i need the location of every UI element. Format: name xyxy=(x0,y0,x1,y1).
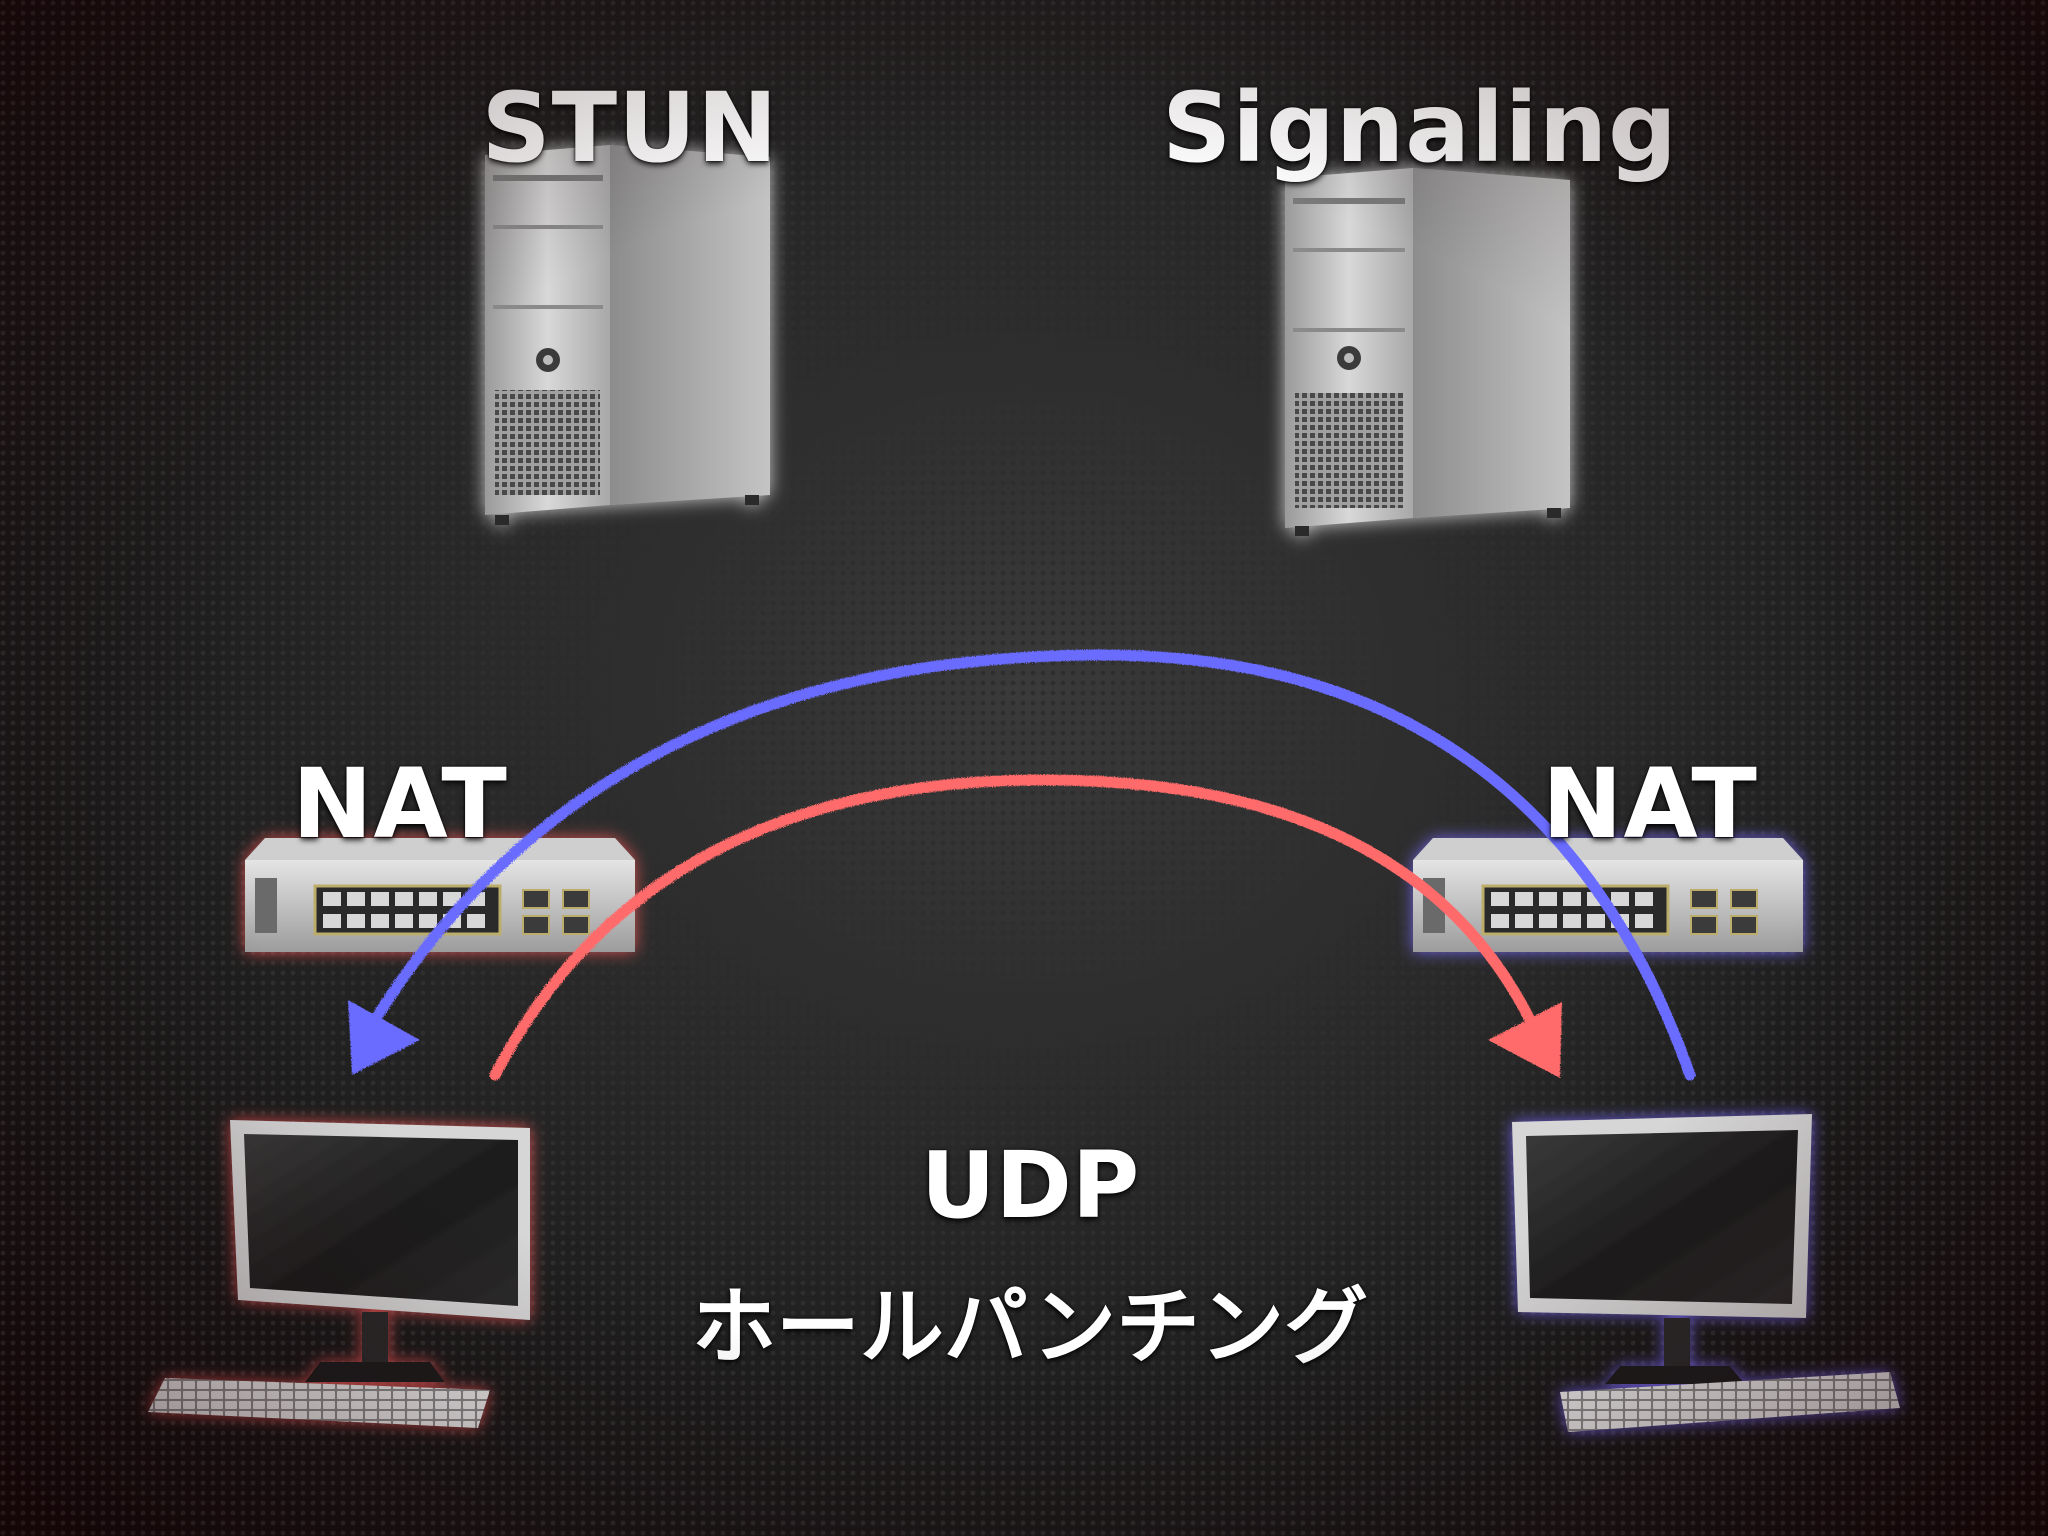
stun-server-icon xyxy=(485,145,770,525)
nat-right-label: NAT xyxy=(1542,748,1758,860)
udp-arrow-red xyxy=(489,774,1562,1081)
stun-label: STUN xyxy=(481,72,779,184)
udp-arrow-blue xyxy=(348,649,1696,1081)
computer-right-icon xyxy=(1512,1114,1900,1432)
computer-left-icon xyxy=(148,1120,530,1428)
nat-left-label: NAT xyxy=(292,748,508,860)
hole-punching-label: ホールパンチング xyxy=(691,1278,1369,1376)
udp-label: UDP xyxy=(920,1132,1140,1239)
signaling-label: Signaling xyxy=(1162,72,1678,184)
signaling-server-icon xyxy=(1285,168,1570,536)
